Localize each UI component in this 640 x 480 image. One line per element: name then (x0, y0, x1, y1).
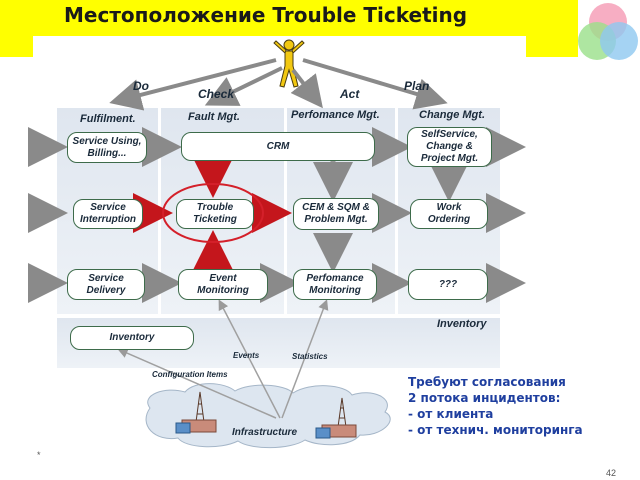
infrastructure-label: Infrastructure (232, 427, 298, 438)
plan-label: Plan (404, 79, 430, 93)
note-line: - от клиента (408, 407, 494, 421)
work-ordering-box: Work Ordering (410, 199, 488, 229)
note-block: Требуют согласования 2 потока инцидентов… (408, 374, 583, 438)
page-number: 42 (606, 468, 617, 478)
radio-tower-icon (195, 391, 205, 423)
service-delivery-box: Service Delivery (67, 269, 145, 300)
config-line (117, 348, 277, 419)
event-monitoring-box: Event Monitoring (178, 269, 268, 300)
venn-logo-icon (578, 3, 638, 60)
note-line: 2 потока инцидентов: (408, 391, 561, 405)
highlight-ellipse (162, 183, 264, 243)
events-label: Events (233, 351, 260, 360)
configuration-items-label: Configuration Items (152, 370, 228, 379)
radio-tower-icon-2 (337, 397, 347, 428)
footnote-mark: * (37, 450, 41, 460)
selfservice-box: SelfService, Change & Project Mgt. (407, 127, 492, 167)
service-using-box: Service Using, Billing... (67, 132, 147, 163)
plan-arrow (302, 58, 448, 110)
note-line: - от технич. мониторинга (408, 423, 583, 437)
page-title: Местоположение Trouble Ticketing (64, 3, 468, 27)
infrastructure-cloud (145, 383, 391, 449)
check-label: Check (198, 87, 235, 101)
crm-box: CRM (181, 132, 375, 161)
act-label: Act (340, 87, 360, 101)
check-arrow (204, 66, 283, 106)
act-arrow (290, 68, 323, 109)
do-label: Do (133, 79, 149, 93)
do-arrow (109, 58, 277, 111)
column-header-performance: Perfomance Mgt. (291, 109, 380, 121)
server-icon (175, 422, 191, 434)
perf-monitoring-box: Perfomance Monitoring (293, 269, 377, 300)
note-line: Требуют согласования (408, 375, 566, 389)
unknown-box: ??? (408, 269, 488, 300)
inventory-box: Inventory (70, 326, 194, 350)
inventory-band-label: Inventory (437, 318, 487, 330)
server-icon-2 (315, 427, 331, 439)
events-line (218, 299, 281, 419)
column-header-change: Change Mgt. (419, 109, 485, 121)
service-interruption-box: Service Interruption (73, 199, 143, 229)
statistics-label: Statistics (292, 352, 328, 361)
column-header-fault: Fault Mgt. (188, 111, 240, 123)
cem-sqm-box: CEM & SQM & Problem Mgt. (293, 198, 379, 230)
statistics-line (281, 299, 329, 419)
column-header-fulfilment: Fulfilment. (80, 113, 136, 125)
trouble-ticketing-box: Trouble Ticketing (176, 199, 254, 229)
